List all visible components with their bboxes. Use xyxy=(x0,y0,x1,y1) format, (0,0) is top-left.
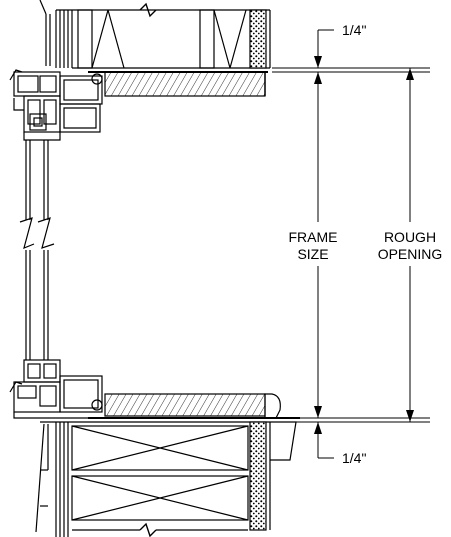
frame-size-label-line1: FRAME xyxy=(289,229,338,245)
header-wall xyxy=(39,0,271,69)
rough-opening-label-line2: OPENING xyxy=(378,246,443,262)
sill-wall xyxy=(35,421,297,537)
sill-board xyxy=(88,393,300,419)
dimension-lines xyxy=(272,29,430,459)
glazing-unit xyxy=(19,140,55,360)
frame-size-label-line2: SIZE xyxy=(297,246,328,262)
rough-opening-label-line1: ROUGH xyxy=(384,229,436,245)
bottom-gap-label: 1/4" xyxy=(342,450,366,466)
top-gap-label: 1/4" xyxy=(342,22,366,38)
dimension-arrows xyxy=(314,56,414,434)
head-jamb xyxy=(88,71,268,97)
head-frame-profile xyxy=(9,69,103,141)
sill-frame-profile xyxy=(9,359,103,419)
